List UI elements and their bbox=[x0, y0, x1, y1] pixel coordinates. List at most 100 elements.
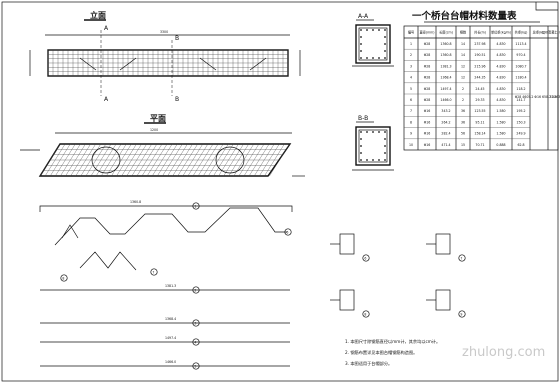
table-cell: 1360.8 bbox=[440, 42, 451, 46]
table-cell: 150.3 bbox=[516, 120, 525, 124]
note-3: 3. 本图适用于台帽部分。 bbox=[345, 360, 392, 367]
rebar-7-number: 5 bbox=[194, 365, 196, 369]
section-rebar-dot bbox=[384, 29, 386, 31]
rebar-1-length: 1360.8 bbox=[130, 200, 141, 204]
table-total-weight: Φ28 4605.2 Φ16 658.2 5263.4 bbox=[515, 95, 560, 99]
table-header-cell: 根数 bbox=[460, 30, 467, 35]
section-rebar-dot bbox=[360, 145, 362, 147]
rebar-7-length: 1466.0 bbox=[165, 360, 176, 364]
section-bb-title: B-B bbox=[358, 115, 368, 122]
table-cell: 4.830 bbox=[496, 42, 505, 46]
section-rebar-dot bbox=[372, 159, 374, 161]
rebar-3-number: 7 bbox=[152, 271, 154, 275]
rebar-5-length: 1368.4 bbox=[165, 317, 176, 321]
section-aa-rebar bbox=[358, 27, 388, 61]
section-rebar-dot bbox=[360, 138, 362, 140]
section-rebar-dot bbox=[378, 131, 380, 133]
table-cell: 1.580 bbox=[496, 109, 505, 113]
table-cell: Φ16 bbox=[424, 132, 431, 136]
table-cell: 190.51 bbox=[474, 53, 485, 57]
table-cell: 15 bbox=[461, 143, 465, 147]
plan-title: 平面 bbox=[150, 114, 166, 123]
table-cell: 36 bbox=[461, 120, 465, 124]
page-corner-mark bbox=[535, 2, 558, 11]
table-cell: 141.7 bbox=[516, 98, 525, 102]
table-cell: 343.2 bbox=[441, 109, 450, 113]
section-rebar-dot bbox=[360, 50, 362, 52]
table-cell: 237.98 bbox=[474, 42, 485, 46]
section-rebar-dot bbox=[384, 152, 386, 154]
note-1: 1. 本图尺寸除钢筋直径以mm计，其余均以cm计。 bbox=[345, 338, 440, 345]
rebar-1-number: 1 bbox=[194, 205, 196, 209]
rebar-2-number: 6 bbox=[286, 231, 288, 235]
section-aa-outline bbox=[355, 24, 391, 64]
table-header-cell: C30混凝土(m³) bbox=[542, 30, 560, 35]
stirrup-detail-1 bbox=[339, 233, 355, 255]
table-cell: 4.830 bbox=[496, 53, 505, 57]
table-cell: 3 bbox=[410, 64, 412, 68]
rebar-6-callout bbox=[192, 338, 200, 346]
section-rebar-dot bbox=[366, 29, 368, 31]
table-cell: 195.2 bbox=[516, 109, 525, 113]
plan-width-dim: 1200 bbox=[150, 128, 158, 132]
rebar-3-shape bbox=[79, 251, 137, 271]
stirrup-detail-3 bbox=[339, 289, 355, 311]
section-rebar-dot bbox=[384, 36, 386, 38]
stirrup-1-number: 6 bbox=[364, 257, 366, 261]
section-rebar-dot bbox=[372, 131, 374, 133]
section-rebar-dot bbox=[366, 131, 368, 133]
table-cell: 970.4 bbox=[516, 53, 525, 57]
table-cell: 1080.7 bbox=[515, 64, 526, 68]
table-cell: 8 bbox=[410, 120, 412, 124]
stirrup-4-number: 9 bbox=[460, 313, 462, 317]
quantity-table: 编号直径(mm)长度(cm)根数共长(m)单位重(kg/m)共重(kg)总重(k… bbox=[403, 25, 560, 151]
pile-circle-left bbox=[91, 146, 121, 174]
section-marker-b-top: B bbox=[175, 35, 179, 42]
table-title: 一个桥台台帽材料数量表 bbox=[412, 10, 517, 22]
table-cell: 62.8 bbox=[517, 143, 524, 147]
section-rebar-dot bbox=[366, 159, 368, 161]
section-rebar-dot bbox=[378, 57, 380, 59]
section-bb-outline bbox=[355, 126, 391, 166]
table-cell: Φ28 bbox=[424, 64, 431, 68]
elevation-bent-bar bbox=[199, 57, 217, 71]
table-cell: 118.2 bbox=[516, 87, 525, 91]
section-rebar-dot bbox=[384, 131, 386, 133]
table-cell: Φ16 bbox=[424, 120, 431, 124]
table-header-cell: 共长(m) bbox=[474, 30, 486, 35]
stirrup-3-number: 8 bbox=[364, 313, 366, 317]
section-rebar-dot bbox=[378, 29, 380, 31]
section-aa-title: A-A bbox=[358, 13, 369, 20]
table-cell: 12 bbox=[461, 76, 465, 80]
rebar-3b-number: 8 bbox=[62, 277, 64, 281]
rebar-4-number: 2 bbox=[194, 289, 196, 293]
section-rebar-dot bbox=[360, 57, 362, 59]
section-rebar-dot bbox=[360, 43, 362, 45]
table-cell: 1360.8 bbox=[440, 53, 451, 57]
section-rebar-dot bbox=[384, 50, 386, 52]
pile-circle-right bbox=[215, 146, 245, 174]
table-cell: Φ28 bbox=[424, 42, 431, 46]
table-header-cell: 共重(kg) bbox=[515, 30, 528, 35]
table-cell: 1368.4 bbox=[440, 76, 451, 80]
section-rebar-dot bbox=[378, 159, 380, 161]
rebar-1-callout bbox=[192, 202, 200, 210]
table-header-cell: 单位重(kg/m) bbox=[491, 30, 511, 35]
table-cell: 4.830 bbox=[496, 76, 505, 80]
section-rebar-dot bbox=[372, 57, 374, 59]
section-rebar-dot bbox=[366, 57, 368, 59]
table-cell: 0.888 bbox=[496, 143, 505, 147]
table-cell: 282.4 bbox=[441, 132, 450, 136]
elevation-title: 立面 bbox=[90, 10, 106, 20]
stirrup-2-number: 7 bbox=[460, 257, 462, 261]
watermark-text: zhulong.com bbox=[462, 345, 545, 360]
table-cell: 1497.4 bbox=[440, 87, 451, 91]
table-cell: 1 bbox=[410, 42, 412, 46]
elevation-bent-bar bbox=[79, 57, 97, 71]
stirrup-detail-2 bbox=[435, 233, 451, 255]
elevation-width-dim: 3300 bbox=[160, 30, 168, 34]
table-cell: 4.830 bbox=[496, 87, 505, 91]
table-cell: 1113.4 bbox=[515, 42, 526, 46]
